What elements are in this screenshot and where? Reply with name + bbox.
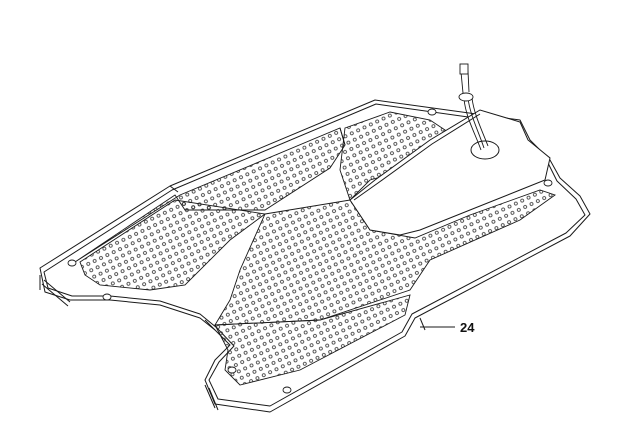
callout-label: 24	[460, 320, 475, 335]
seams	[169, 127, 426, 331]
mounting-holes	[67, 108, 553, 394]
perforated-area-front	[214, 294, 411, 386]
cable-connector	[458, 63, 489, 151]
perforated-area-left	[79, 199, 267, 291]
cover-plate	[349, 109, 551, 236]
perforated-area-upper-left	[74, 127, 346, 263]
